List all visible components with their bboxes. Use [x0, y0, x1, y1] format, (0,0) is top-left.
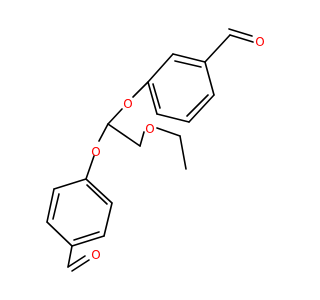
bond [139, 131, 145, 147]
oxygen-atom-ethoxy: O [145, 122, 154, 136]
bond [172, 53, 206, 63]
bond [85, 178, 113, 204]
bond-set [46, 28, 254, 272]
bond [179, 135, 187, 170]
bond [98, 123, 109, 142]
bond [86, 184, 108, 205]
bond [107, 123, 141, 147]
bond [85, 155, 95, 180]
bond [204, 34, 231, 63]
oxygen-atom-ether-top: O [123, 97, 132, 111]
molecule-svg: O O O O O [46, 28, 265, 272]
bond [53, 178, 87, 190]
bond [156, 113, 190, 123]
bond [147, 81, 158, 115]
bond [204, 61, 215, 96]
oxygen-atom-ether-bottom: O [91, 145, 100, 159]
bond [46, 221, 73, 247]
bond [67, 245, 73, 268]
bond [107, 108, 123, 125]
bond [174, 60, 202, 68]
bond [152, 83, 161, 109]
bond [52, 193, 60, 220]
bond [46, 188, 55, 223]
bond [73, 231, 100, 241]
bond [228, 28, 253, 37]
bond [71, 235, 105, 247]
bond [71, 259, 90, 272]
bond [188, 94, 215, 123]
bond [67, 255, 86, 268]
bond [103, 202, 113, 237]
bond [229, 34, 254, 43]
bond [156, 127, 181, 137]
bond [147, 53, 174, 83]
bond [186, 94, 209, 117]
molecule-drawing: O O O O O [46, 28, 265, 272]
oxygen-atom-bottom-aldehyde: O [91, 248, 100, 262]
bond [132, 81, 149, 98]
oxygen-atom-top-aldehyde: O [255, 35, 264, 49]
atom-labels: O O O O O [91, 35, 264, 262]
